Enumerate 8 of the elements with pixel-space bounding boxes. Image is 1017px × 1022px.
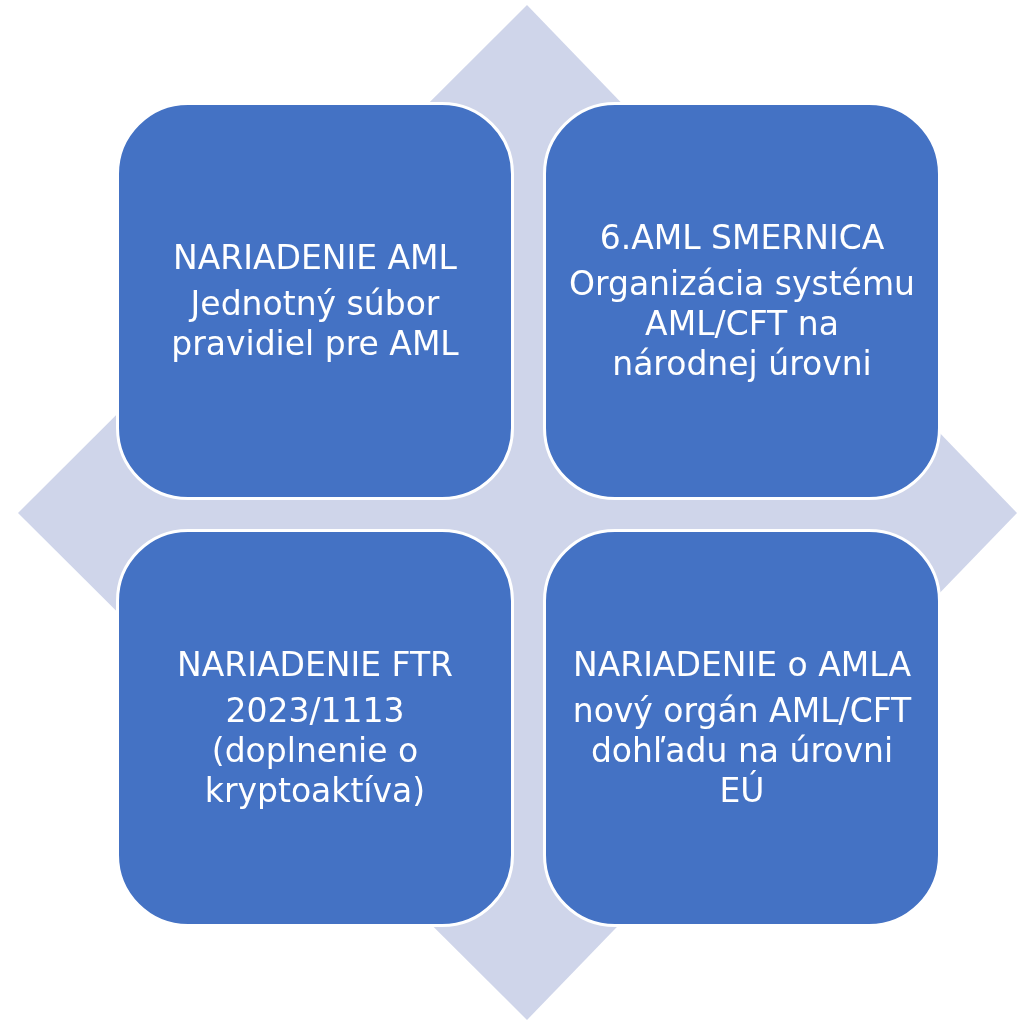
heading-text: 6.AML SMERNICA [599, 218, 885, 258]
body-text: 2023/1113 (doplnenie o kryptoaktíva) [203, 691, 427, 811]
body-text: Jednotný súbor pravidiel pre AML [170, 284, 460, 364]
heading-text: NARIADENIE FTR [177, 645, 453, 685]
body-text: Organizácia systému AML/CFT na národnej úrovni [568, 264, 916, 384]
heading-text: NARIADENIE o AMLA [573, 645, 911, 685]
heading-text: NARIADENIE AML [173, 238, 457, 278]
body-text: nový orgán AML/CFT dohľadu na úrovni EÚ [571, 691, 913, 811]
